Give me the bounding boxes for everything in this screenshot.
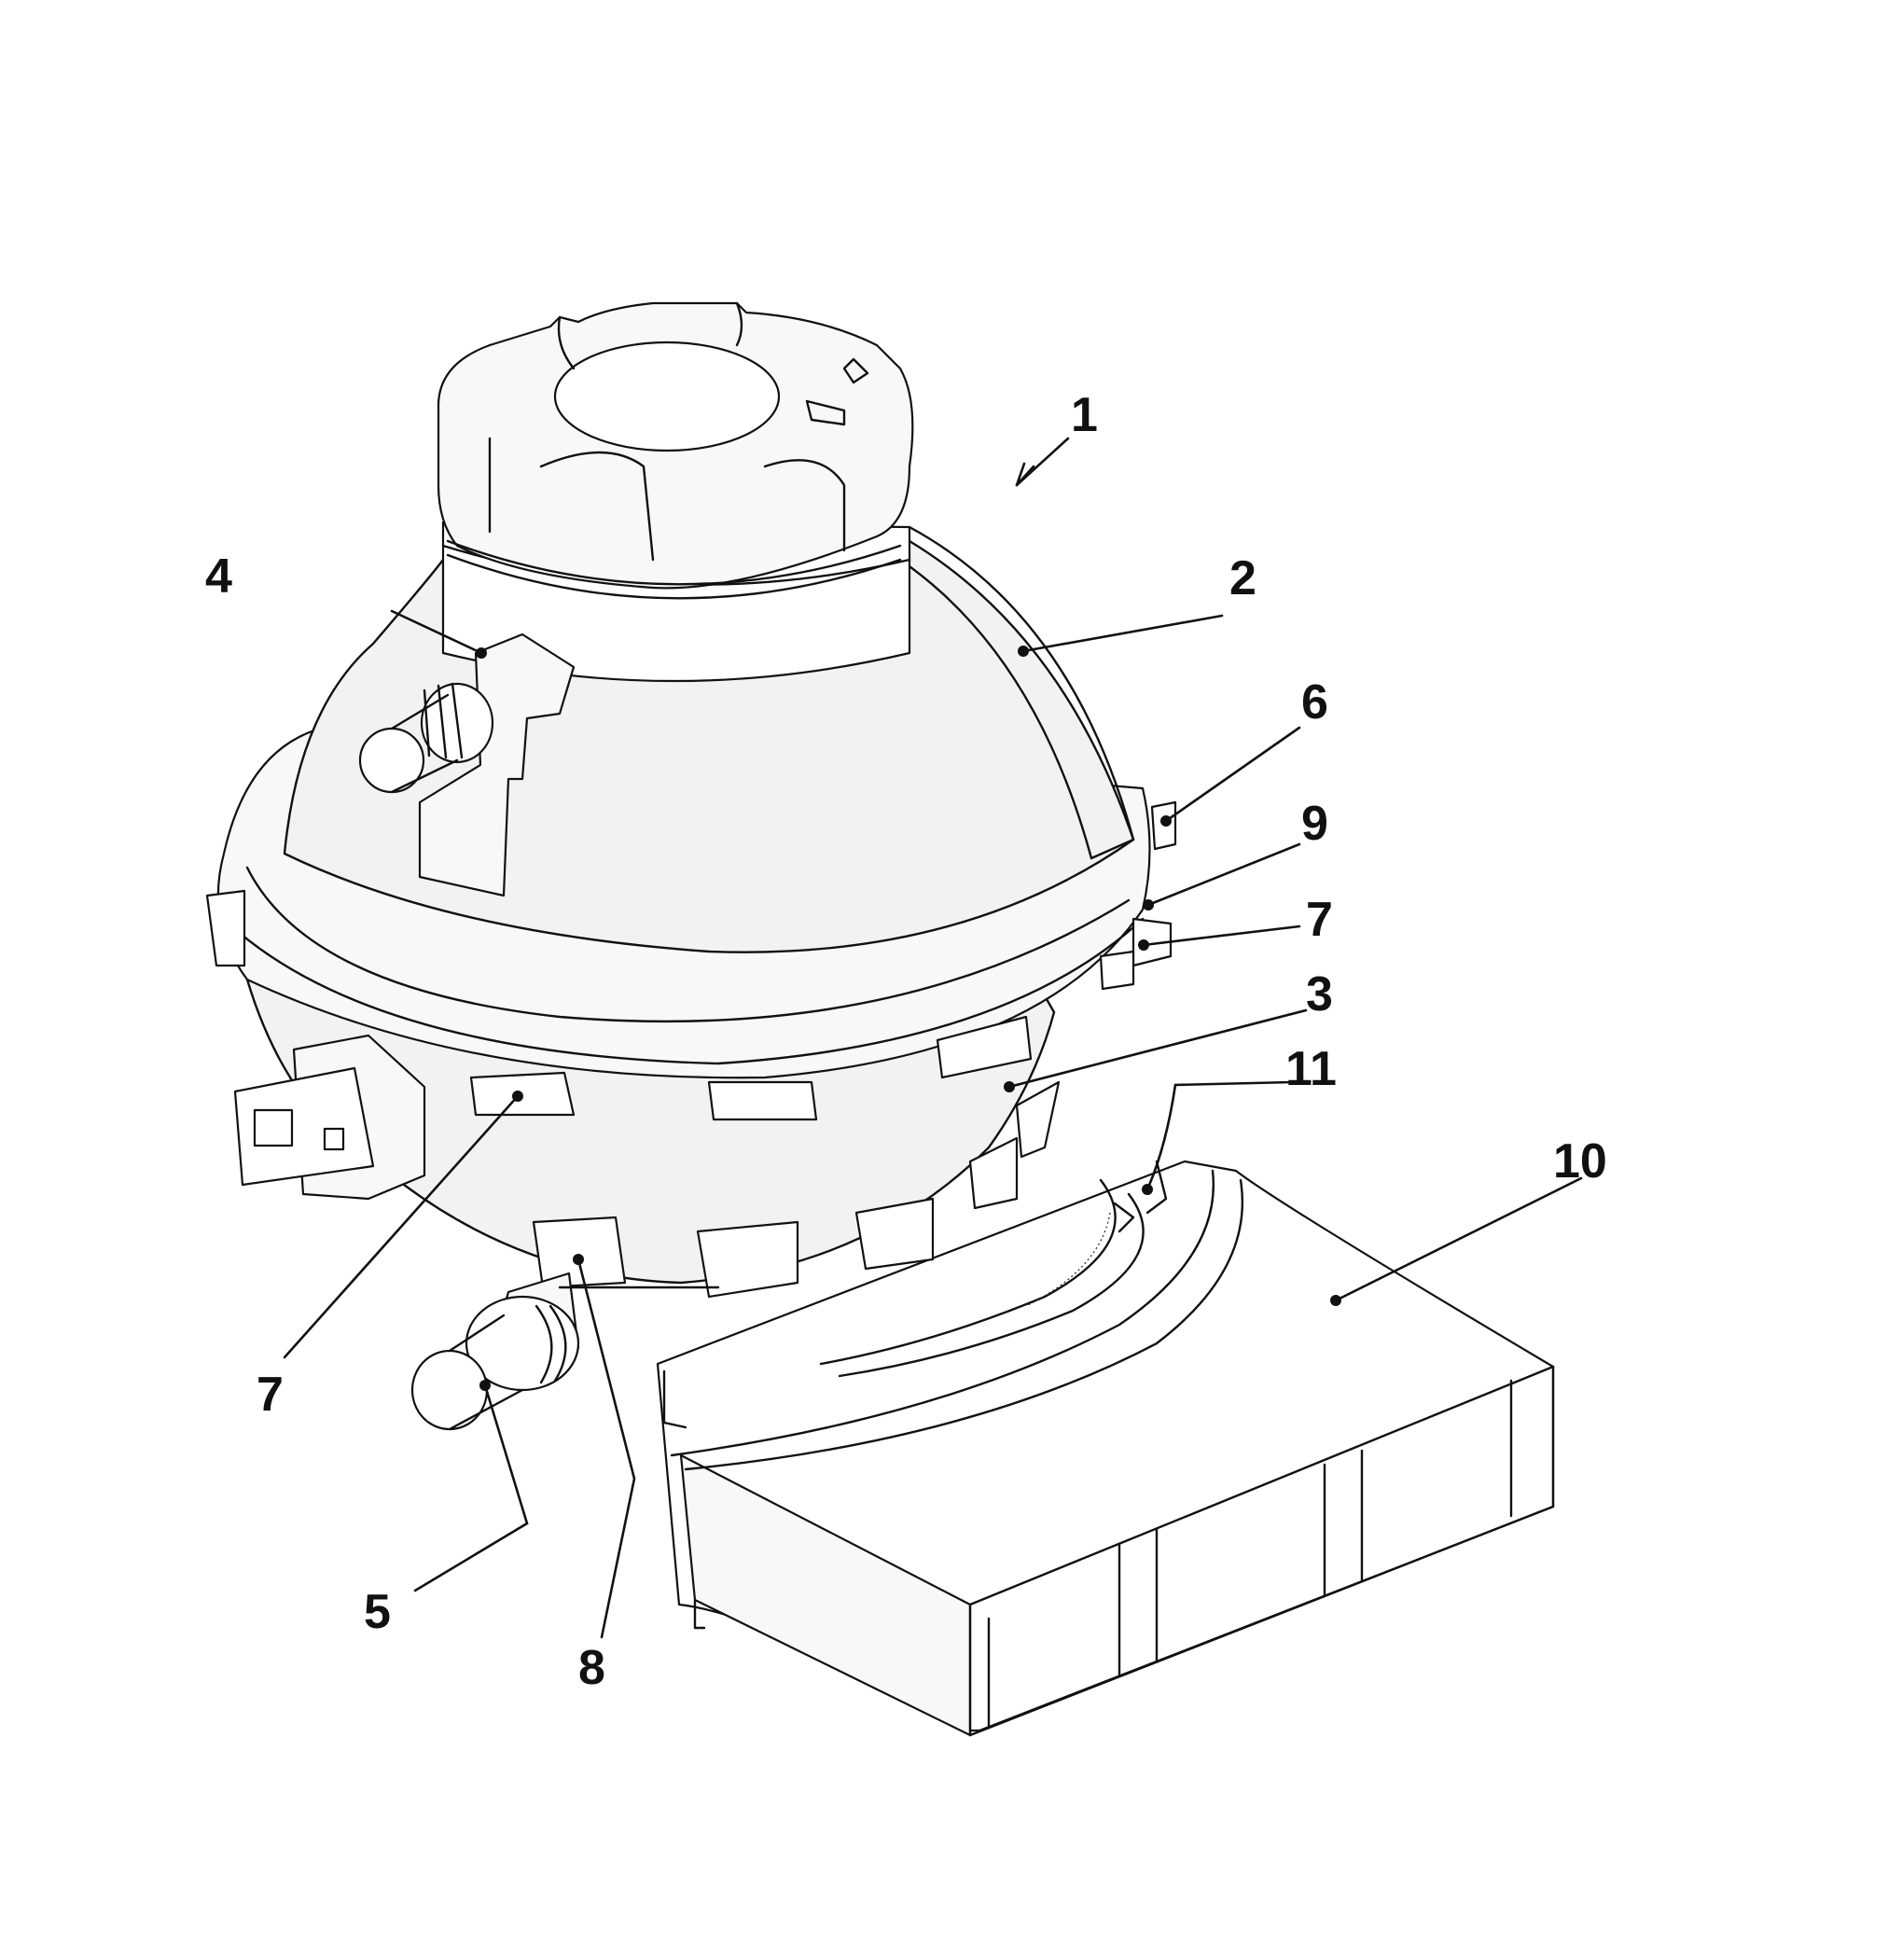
ref-label-10: 10 xyxy=(1553,1134,1607,1189)
ref-label-3: 3 xyxy=(1306,967,1333,1022)
ref-label-6: 6 xyxy=(1301,675,1328,730)
ref-label-9: 9 xyxy=(1301,797,1328,851)
ref-label-4: 4 xyxy=(205,549,232,604)
ref-label-5: 5 xyxy=(364,1585,391,1639)
ref-label-8: 8 xyxy=(578,1641,605,1695)
electrical-connector xyxy=(235,1036,424,1199)
ref-label-2: 2 xyxy=(1229,551,1256,605)
ref-label-11: 11 xyxy=(1285,1042,1337,1096)
ref-label-7-right: 7 xyxy=(1306,893,1333,947)
ref-label-1: 1 xyxy=(1071,388,1098,442)
ref-label-7-left: 7 xyxy=(257,1368,284,1422)
